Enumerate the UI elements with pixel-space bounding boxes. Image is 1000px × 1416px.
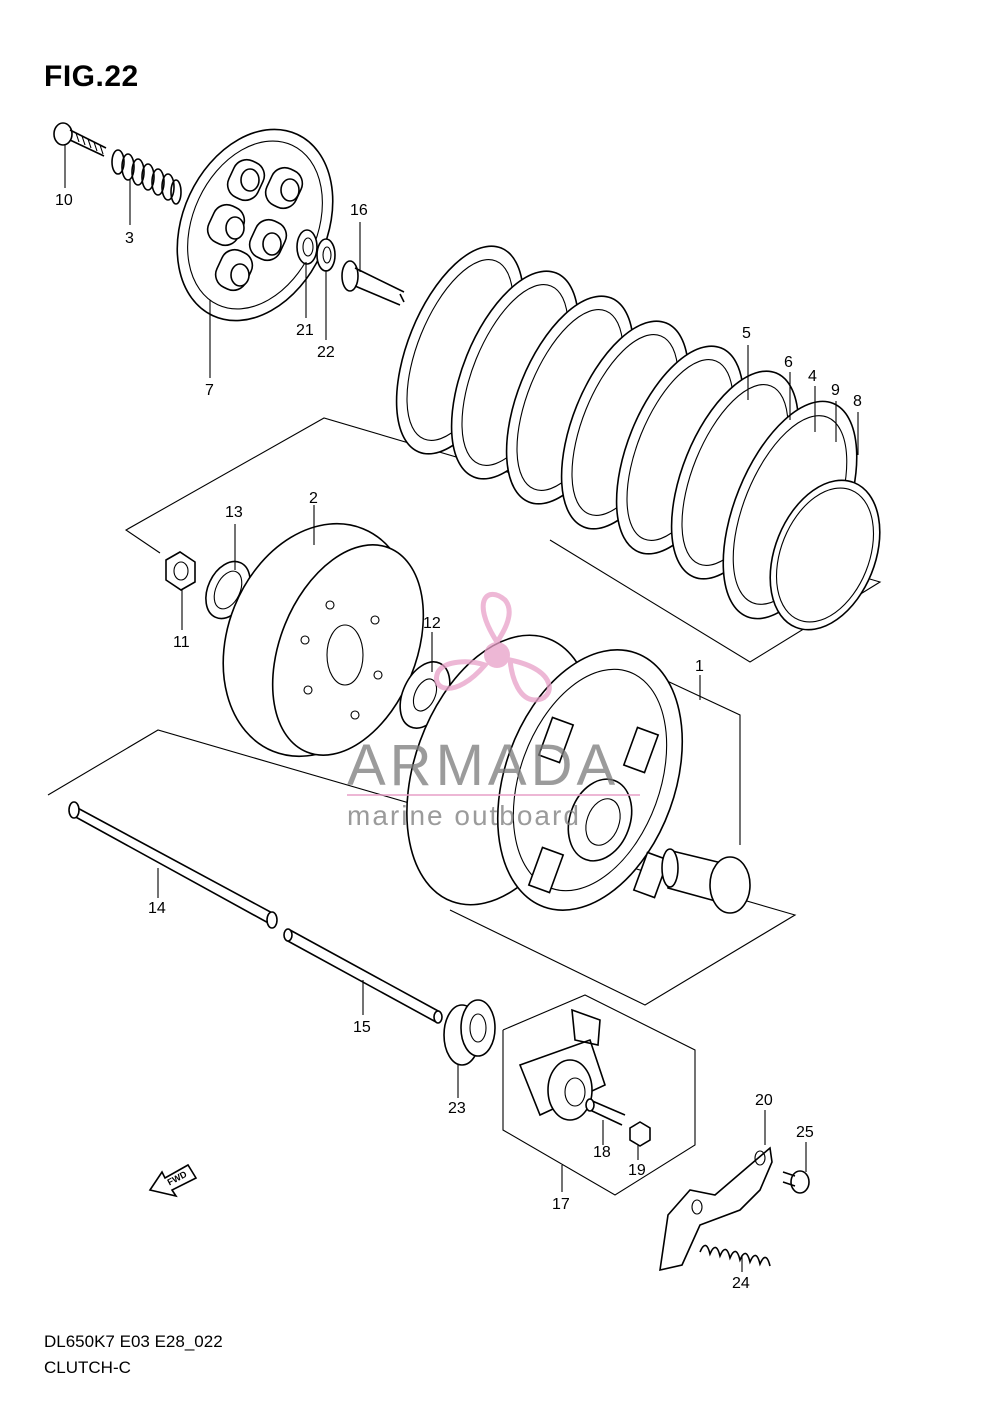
watermark-tagline: marine outboard <box>347 800 581 831</box>
part-19-nut[interactable] <box>629 1121 651 1147</box>
callout-22: 22 <box>317 344 335 361</box>
part-21-washer[interactable] <box>296 229 318 265</box>
part-15-push-rod[interactable] <box>283 928 443 1024</box>
callout-5: 5 <box>742 325 751 342</box>
propeller-logo-icon <box>434 592 552 703</box>
callout-19: 19 <box>628 1162 646 1179</box>
callout-16: 16 <box>350 202 368 219</box>
callout-3: 3 <box>125 230 134 247</box>
callout-21: 21 <box>296 322 314 339</box>
callout-14: 14 <box>148 900 166 917</box>
forward-arrow-icon <box>148 1163 198 1198</box>
callout-23: 23 <box>448 1100 466 1117</box>
callout-9: 9 <box>831 382 840 399</box>
clutch-plates-stack[interactable] <box>371 229 901 647</box>
model-code: DL650K7 E03 E28_022 <box>44 1332 223 1351</box>
callout-6: 6 <box>784 354 793 371</box>
callout-8: 8 <box>853 393 862 410</box>
part-18-bolt[interactable] <box>585 1098 626 1126</box>
watermark-brand: ARMADA <box>347 733 619 798</box>
section-name: CLUTCH-C <box>44 1358 131 1377</box>
part-2-clutch-hub[interactable] <box>190 495 453 785</box>
callout-15: 15 <box>353 1019 371 1036</box>
part-11-nut[interactable] <box>165 551 196 591</box>
part-20-bracket[interactable] <box>659 1146 773 1272</box>
callout-13: 13 <box>225 504 243 521</box>
part-22-bearing[interactable] <box>316 238 336 272</box>
part-23-oil-seal[interactable] <box>443 999 496 1066</box>
part-25-bolt[interactable] <box>782 1170 810 1194</box>
callout-17: 17 <box>552 1196 570 1213</box>
callout-25: 25 <box>796 1124 814 1141</box>
watermark: ARMADA marine outboard <box>347 592 640 831</box>
part-10-bolt[interactable] <box>53 122 107 157</box>
leader-lines <box>64 145 859 1272</box>
callout-11: 11 <box>173 634 190 651</box>
part-3-spring[interactable] <box>111 149 182 205</box>
callout-20: 20 <box>755 1092 773 1109</box>
callout-24: 24 <box>732 1275 750 1292</box>
part-17-release-cylinder[interactable] <box>518 1008 606 1121</box>
figure-title: FIG.22 <box>44 60 139 93</box>
callout-4: 4 <box>808 368 817 385</box>
part-14-push-rod[interactable] <box>68 801 278 929</box>
callout-2: 2 <box>309 490 318 507</box>
callout-1: 1 <box>695 658 704 675</box>
callout-12: 12 <box>423 615 441 632</box>
part-1-clutch-housing[interactable] <box>372 609 716 936</box>
housing-sleeve[interactable] <box>661 848 751 914</box>
part-16-push-piece[interactable] <box>341 260 405 306</box>
part-24-spring[interactable] <box>699 1244 771 1267</box>
part-7-pressure-plate[interactable] <box>147 104 362 346</box>
callout-18: 18 <box>593 1144 611 1161</box>
callout-7: 7 <box>205 382 214 399</box>
callout-labels: 10 3 16 21 22 7 5 6 4 9 8 13 2 11 12 1 1… <box>55 192 862 1292</box>
callout-10: 10 <box>55 192 73 209</box>
